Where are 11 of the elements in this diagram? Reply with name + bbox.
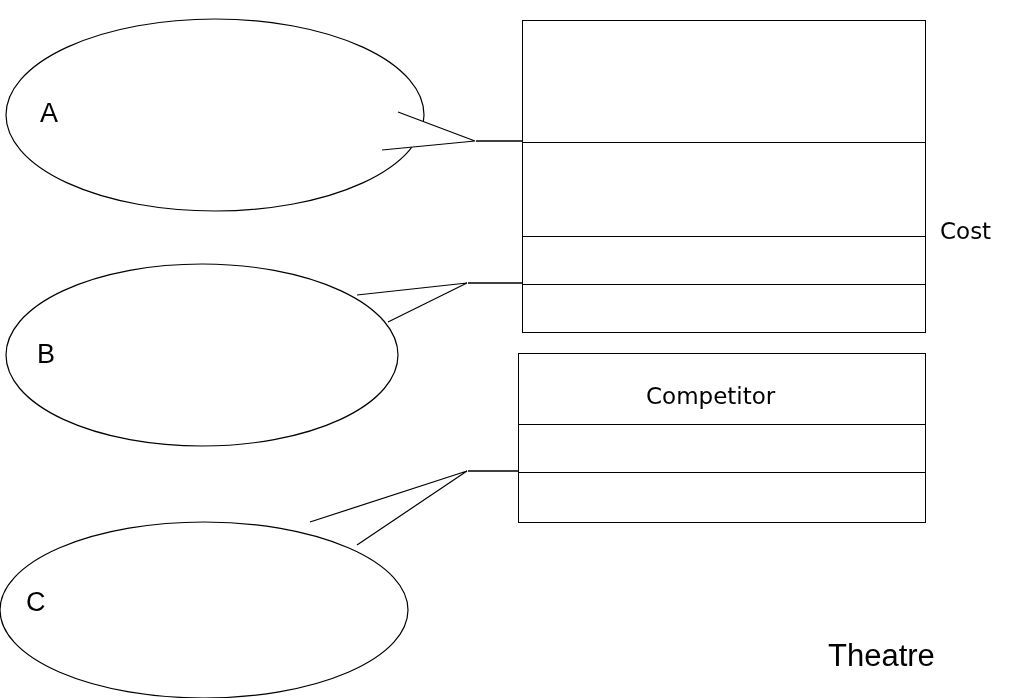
row-label: Competitor xyxy=(646,383,776,409)
row-label: Cost xyxy=(940,218,992,244)
callout-letter: A xyxy=(40,98,58,129)
callout-letter: C xyxy=(26,587,46,618)
leader-line xyxy=(467,470,519,472)
leader-line xyxy=(467,282,523,284)
table-box xyxy=(522,20,926,333)
callout-letter: B xyxy=(37,339,55,370)
caption-text: Theatre xyxy=(828,638,935,674)
table-box xyxy=(518,353,926,523)
leader-line xyxy=(475,140,523,142)
